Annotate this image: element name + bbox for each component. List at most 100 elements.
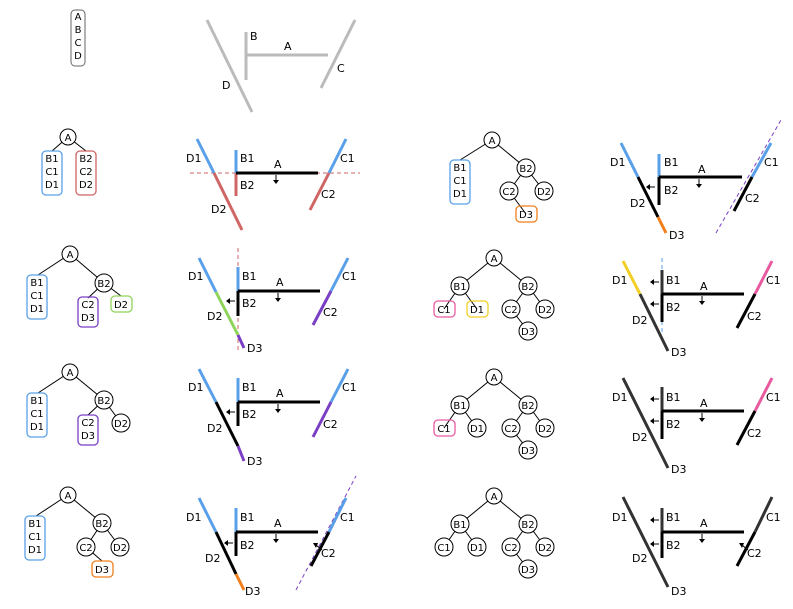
svg-text:B2: B2 [242,297,257,310]
svg-text:B1: B1 [240,152,255,165]
svg-text:D2: D2 [632,431,647,444]
svg-text:B1: B1 [28,519,41,530]
segment-c-label: C [337,62,345,75]
svg-text:B1: B1 [666,511,681,524]
svg-text:D2: D2 [207,310,222,323]
svg-text:D2: D2 [113,543,127,554]
svg-text:D1: D1 [30,422,44,433]
svg-text:D3: D3 [247,342,262,355]
svg-text:C2: C2 [79,543,92,554]
svg-text:A: A [489,136,496,147]
svg-text:B1: B1 [242,270,257,283]
svg-text:A: A [274,517,282,530]
svg-text:D1: D1 [45,180,59,191]
scene-step-2: D1 B1 A B2 C1 C2 D2 D3 [188,248,357,355]
svg-text:C1: C1 [45,167,58,178]
list-item-c: C [75,38,82,49]
svg-text:D1: D1 [186,511,201,524]
svg-text:D2: D2 [205,552,220,565]
svg-text:C1: C1 [340,152,355,165]
svg-text:D1: D1 [610,156,625,169]
scene-step-6: D1 B1 A B2 C1 C2 D2 D3 [612,258,781,359]
svg-text:B1: B1 [453,520,466,531]
svg-text:D3: D3 [247,455,262,468]
svg-text:D3: D3 [81,431,95,442]
svg-text:C2: C2 [323,418,338,431]
svg-text:C2: C2 [321,188,336,201]
svg-text:C2: C2 [81,418,94,429]
svg-text:C2: C2 [747,547,762,560]
list-item-b: B [75,25,82,36]
initial-segment-list: A B C D [70,9,86,67]
svg-text:D2: D2 [114,419,128,430]
svg-text:B2: B2 [519,164,532,175]
svg-text:C2: C2 [321,547,336,560]
svg-text:D3: D3 [521,327,535,338]
svg-text:D1: D1 [470,305,484,316]
svg-text:B2: B2 [521,282,534,293]
svg-text:D3: D3 [669,229,684,242]
svg-text:B1: B1 [666,274,681,287]
svg-text:C2: C2 [745,192,760,205]
svg-text:B1: B1 [242,381,257,394]
svg-text:D3: D3 [519,210,533,221]
svg-text:C2: C2 [502,187,515,198]
svg-text:D1: D1 [470,424,484,435]
segment-c [319,19,357,89]
tree-step-1: A B1 C1 D1 B2 C2 D2 [41,128,97,196]
svg-text:C2: C2 [747,427,762,440]
svg-text:D2: D2 [207,422,222,435]
svg-text:D1: D1 [453,189,467,200]
svg-text:D1: D1 [470,543,484,554]
tree-step-4: A B1 C1 D1 B2 C2 D2 D3 [24,486,130,578]
svg-text:D2: D2 [79,180,93,191]
scene-step-8: D1 B1 A B2 C1 C2 D2 D3 [612,496,781,598]
svg-text:D2: D2 [630,197,645,210]
tree-step-6: A B1 B2 C1 D1 C2 D2 D3 [433,249,555,341]
segment-a-label: A [284,40,292,53]
tree-step-7: A B1 B2 C1 D1 C2 D2 D3 [433,368,555,460]
svg-text:A: A [700,517,708,530]
scene-step-1: D1 B1 A B2 C1 C2 D2 [186,138,360,231]
svg-text:A: A [698,163,706,176]
svg-text:D1: D1 [30,304,44,315]
tree-step-5: A B1 C1 D1 B2 C2 D2 D3 [449,131,554,223]
svg-text:D1: D1 [28,545,42,556]
svg-text:D1: D1 [188,270,203,283]
svg-text:D3: D3 [245,585,260,598]
svg-text:C2: C2 [79,167,92,178]
svg-text:B2: B2 [97,396,110,407]
svg-text:D1: D1 [612,391,627,404]
svg-text:B1: B1 [666,391,681,404]
svg-text:A: A [67,250,74,261]
svg-text:D3: D3 [521,565,535,576]
svg-text:D1: D1 [612,274,627,287]
svg-text:B2: B2 [666,418,681,431]
svg-text:B2: B2 [240,179,255,192]
svg-text:D2: D2 [538,543,552,554]
svg-text:C1: C1 [766,511,781,524]
svg-text:B1: B1 [45,154,58,165]
initial-segments-scene: B A C D [205,19,357,113]
svg-text:D2: D2 [632,552,647,565]
svg-text:D2: D2 [632,314,647,327]
svg-text:D3: D3 [521,446,535,457]
svg-text:C2: C2 [504,424,517,435]
svg-text:B1: B1 [453,282,466,293]
svg-text:C1: C1 [437,305,450,316]
list-item-a: A [75,12,82,23]
segment-b-label: B [250,30,258,43]
tree-step-8: A B1 B2 C1 D1 C2 D2 D3 [434,487,555,579]
svg-text:D2: D2 [538,305,552,316]
svg-text:B1: B1 [30,278,43,289]
svg-text:D2: D2 [537,187,551,198]
svg-text:D1: D1 [612,511,627,524]
svg-text:C1: C1 [28,532,41,543]
svg-text:A: A [274,158,282,171]
svg-text:B2: B2 [95,519,108,530]
svg-text:A: A [700,280,708,293]
list-item-d: D [74,51,82,62]
svg-text:B2: B2 [521,401,534,412]
svg-text:C1: C1 [453,176,466,187]
svg-text:C1: C1 [766,274,781,287]
